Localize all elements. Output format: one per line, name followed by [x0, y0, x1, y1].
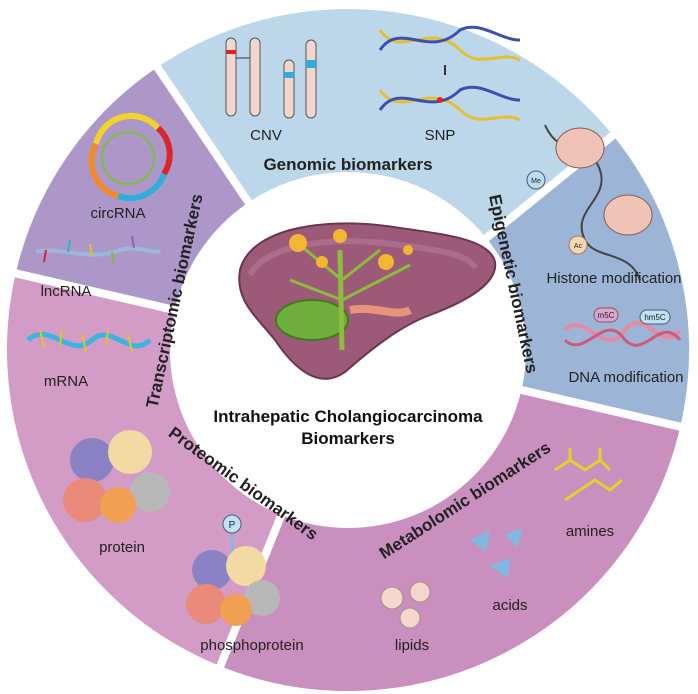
amines-icon: [554, 448, 623, 502]
circrna-label: circRNA: [91, 205, 146, 222]
lncrna-icon: [35, 235, 162, 265]
genomic-section: CNV SNP Genomic biomarkers: [225, 25, 521, 174]
cnv-chromosome-icon: [225, 37, 317, 119]
histone-icon: Me Ac: [526, 124, 653, 281]
acids-icon: [470, 528, 522, 578]
lncrna-label: lncRNA: [41, 283, 92, 300]
amines-label: amines: [566, 523, 614, 540]
phospho-tag: P: [229, 520, 236, 531]
m5c-tag: m5C: [598, 311, 615, 320]
histone-label: Histone modification: [546, 270, 681, 287]
center-title-line2: Biomarkers: [301, 429, 395, 448]
me-tag: Me: [531, 178, 541, 185]
mrna-icon: [26, 329, 152, 353]
protein-label: protein: [99, 539, 145, 556]
lipids-icon: [380, 581, 431, 629]
phosphoprotein-label: phosphoprotein: [200, 637, 303, 654]
gallbladder: [275, 299, 349, 341]
mrna-label: mRNA: [44, 373, 88, 390]
phosphoprotein-icon: P: [186, 514, 280, 626]
dna-methylation-icon: m5C hm5C: [563, 307, 682, 347]
snp-label: SNP: [425, 127, 456, 144]
lipids-label: lipids: [395, 637, 429, 654]
ac-tag: Ac: [574, 243, 583, 250]
center-title-line1: Intrahepatic Cholangiocarcinoma: [213, 407, 483, 426]
hm5c-tag: hm5C: [644, 313, 666, 322]
snp-dna-icon: [378, 25, 521, 122]
genomic-title: Genomic biomarkers: [263, 155, 432, 174]
acids-label: acids: [492, 597, 527, 614]
protein-icon: [63, 430, 170, 523]
liver-illustration: [238, 222, 497, 380]
cnv-label: CNV: [250, 127, 282, 144]
dna-modification-label: DNA modification: [568, 369, 683, 386]
circrna-icon: [88, 112, 173, 202]
